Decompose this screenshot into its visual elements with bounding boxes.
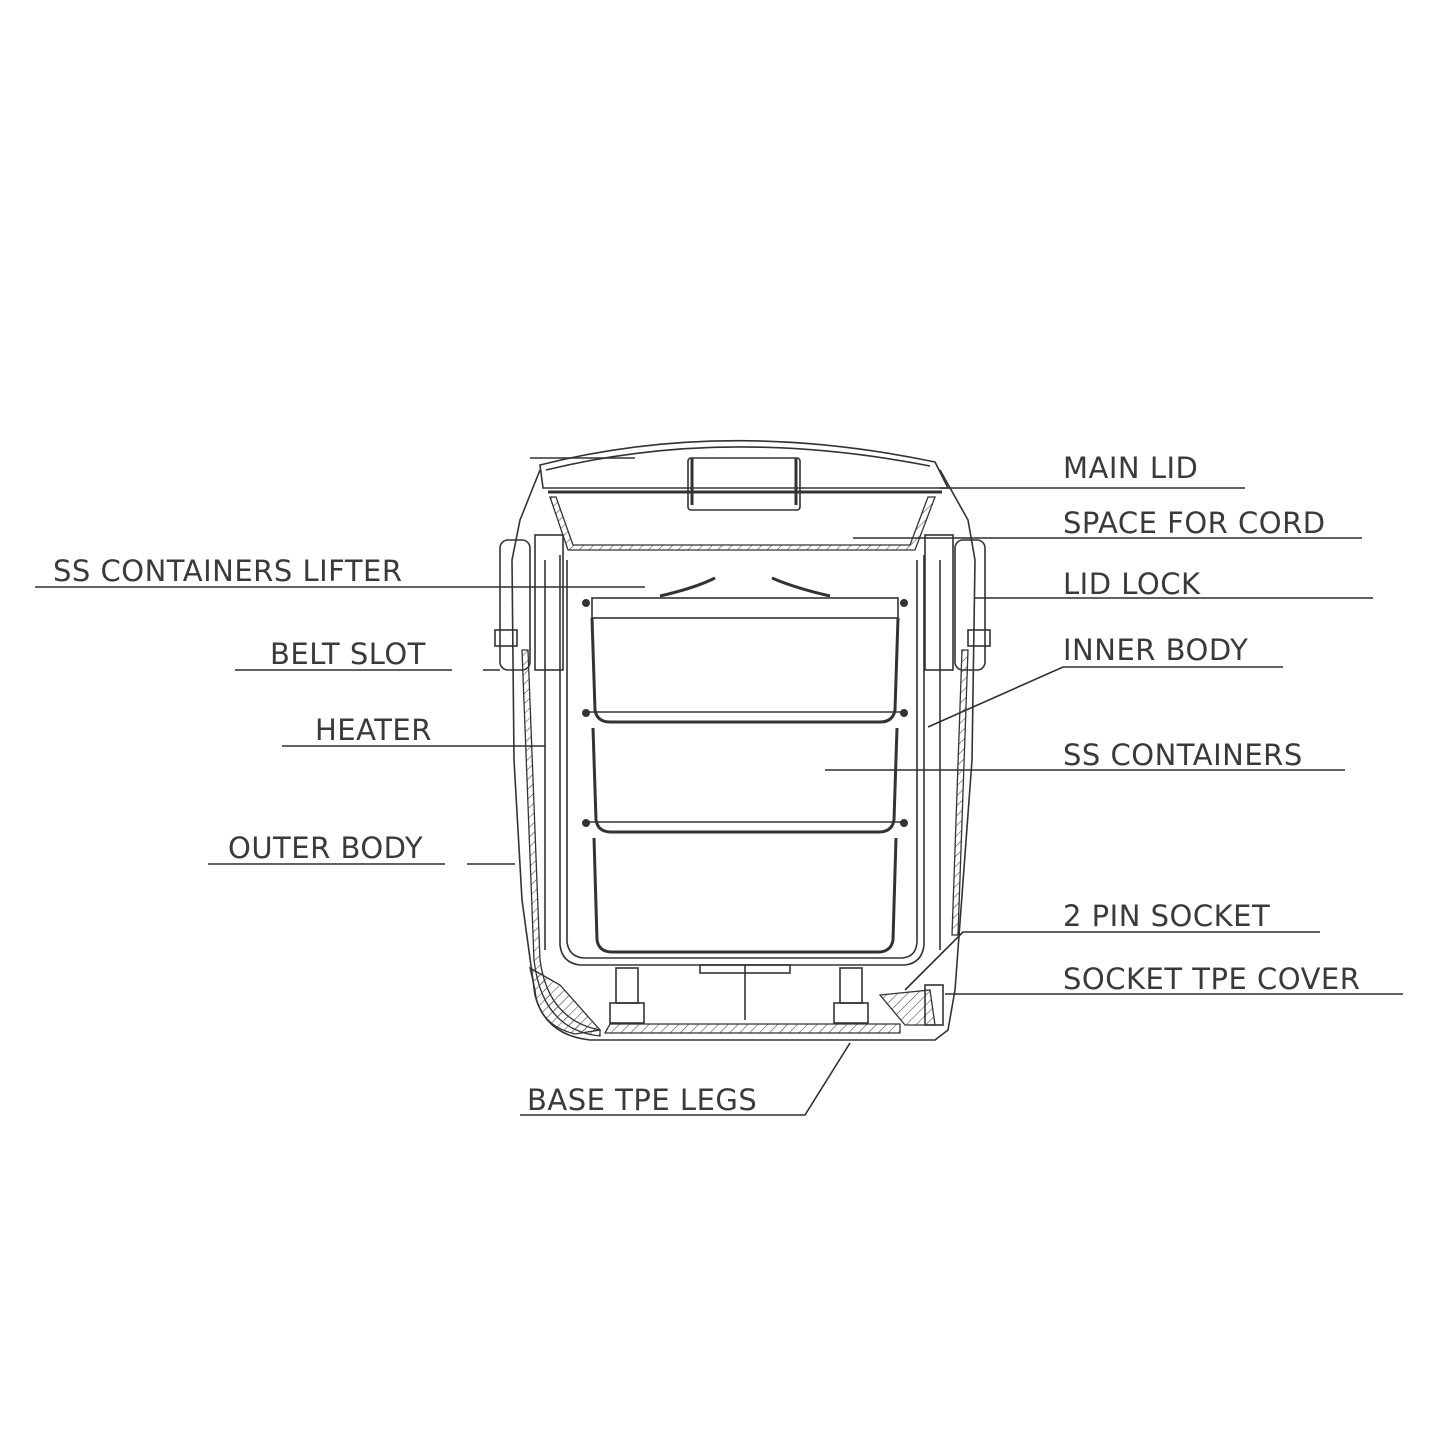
lid-lock-shape xyxy=(494,534,991,671)
outer-body-shape xyxy=(511,469,976,1041)
label-space-for-cord: SPACE FOR CORD xyxy=(1063,506,1326,540)
label-lid-lock: LID LOCK xyxy=(1063,567,1201,601)
base-legs-shape xyxy=(609,964,944,1026)
label-belt-slot: BELT SLOT xyxy=(270,637,426,671)
label-main-lid: MAIN LID xyxy=(1063,451,1198,485)
ss-containers-shape xyxy=(582,576,908,954)
label-heater: HEATER xyxy=(315,713,432,747)
inner-body-shape xyxy=(544,555,941,966)
label-base-tpe-legs: BASE TPE LEGS xyxy=(527,1083,757,1117)
label-outer-body: OUTER BODY xyxy=(228,831,423,865)
label-2-pin-socket: 2 PIN SOCKET xyxy=(1063,899,1270,933)
label-ss-containers-lifter: SS CONTAINERS LIFTER xyxy=(53,554,403,588)
cord-space-tray xyxy=(549,496,936,551)
label-socket-tpe-cover: SOCKET TPE COVER xyxy=(1063,962,1360,996)
main-lid-shape xyxy=(530,439,950,511)
label-ss-containers: SS CONTAINERS xyxy=(1063,738,1303,772)
leader-lines xyxy=(35,487,1403,1116)
label-inner-body: INNER BODY xyxy=(1063,633,1248,667)
